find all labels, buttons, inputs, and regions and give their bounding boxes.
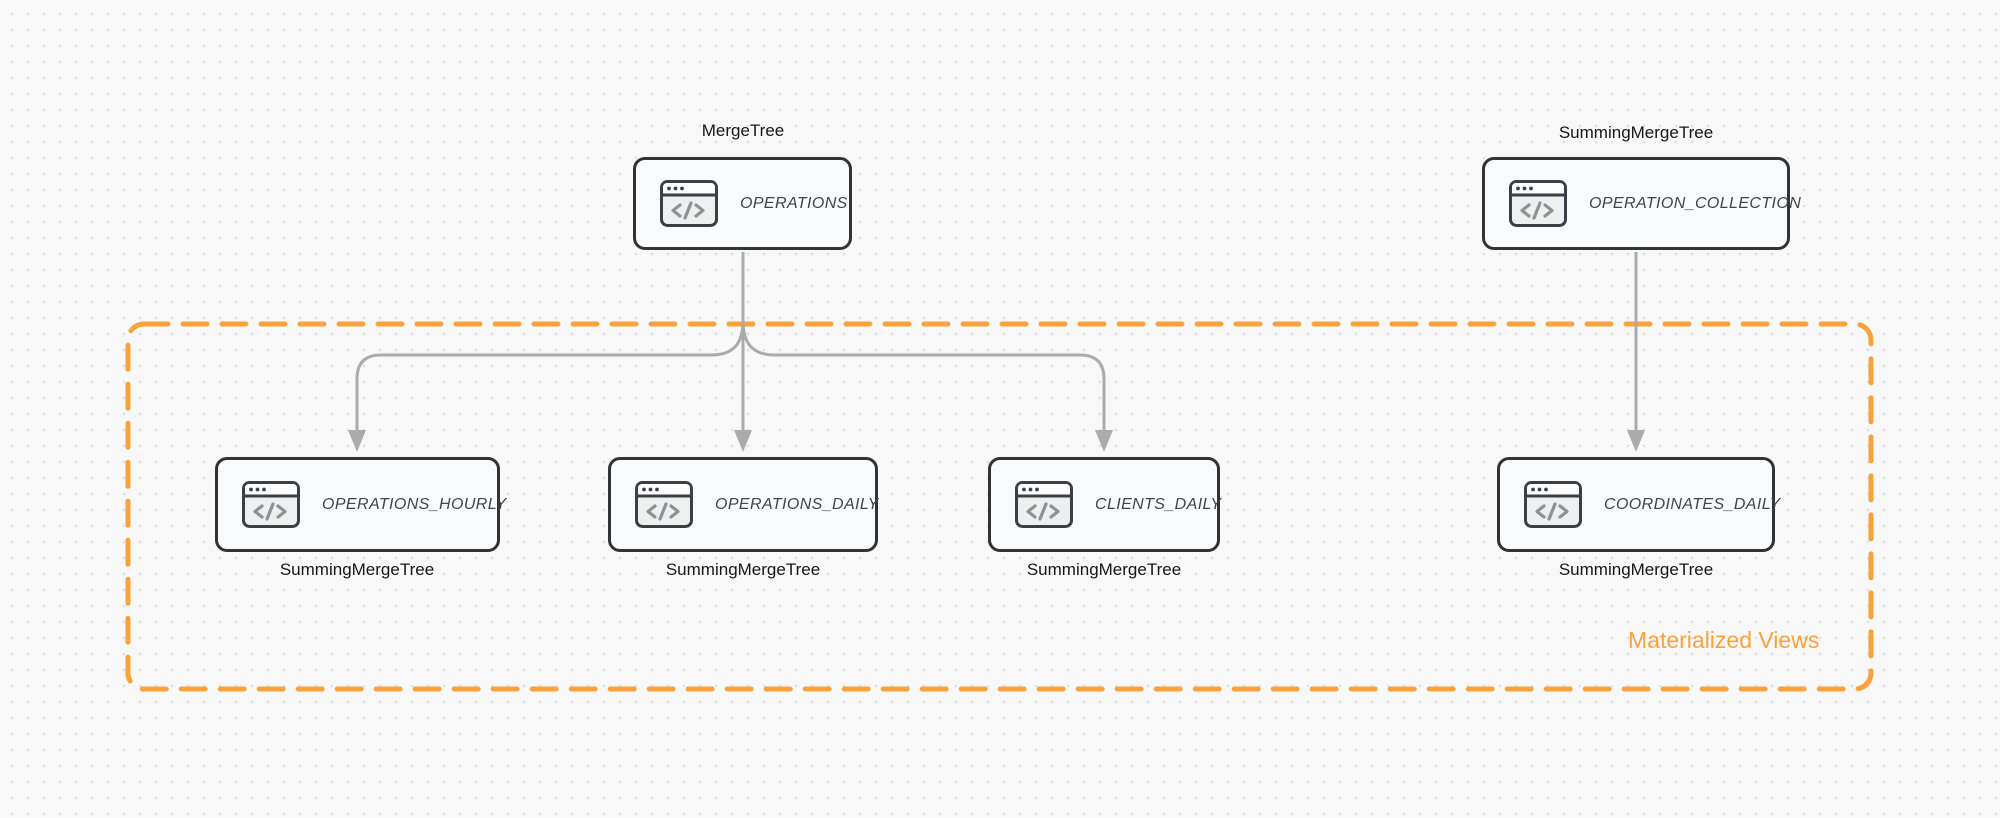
- node-operations-hourly[interactable]: OPERATIONS_HOURLY: [215, 457, 506, 552]
- node-label: OPERATIONS_HOURLY: [322, 495, 507, 513]
- node-label: OPERATIONS_DAILY: [715, 495, 879, 513]
- arrowhead-icon: [1095, 430, 1113, 452]
- node-label: CLIENTS_DAILY: [1095, 495, 1222, 513]
- node-coordinates-daily[interactable]: COORDINATES_DAILY: [1497, 457, 1780, 552]
- node-operations-daily[interactable]: OPERATIONS_DAILY: [608, 457, 878, 552]
- node-operations[interactable]: OPERATIONS: [633, 157, 852, 250]
- edge-operations-to-operations-daily: [734, 252, 752, 452]
- materialized-views-group-label: Materialized Views: [1628, 627, 1820, 653]
- arrowhead-icon: [1627, 430, 1645, 452]
- node-operation-collection[interactable]: OPERATION_COLLECTION: [1482, 157, 1801, 250]
- node-label: COORDINATES_DAILY: [1604, 495, 1781, 513]
- arrowhead-icon: [348, 430, 366, 452]
- code-window-icon: [660, 180, 718, 227]
- code-window-icon: [635, 481, 693, 528]
- edge-operations-to-operations-hourly: [348, 319, 745, 452]
- engine-label-operations-daily: SummingMergeTree: [665, 560, 821, 579]
- edge-operations-to-clients-daily: [741, 319, 1113, 452]
- engine-label-clients-daily: SummingMergeTree: [1026, 560, 1182, 579]
- node-label: OPERATIONS: [740, 194, 848, 212]
- arrowhead-icon: [734, 430, 752, 452]
- engine-label-operation-collection: SummingMergeTree: [1558, 123, 1714, 142]
- engine-label-operations: MergeTree: [701, 121, 785, 140]
- edge-operation-collection-to-coordinates-daily: [1627, 252, 1645, 452]
- materialized-views-group-frame[interactable]: [125, 321, 1874, 692]
- node-clients-daily[interactable]: CLIENTS_DAILY: [988, 457, 1222, 552]
- code-window-icon: [1015, 481, 1073, 528]
- engine-label-operations-hourly: SummingMergeTree: [279, 560, 435, 579]
- code-window-icon: [242, 481, 300, 528]
- node-label: OPERATION_COLLECTION: [1589, 194, 1802, 212]
- engine-label-coordinates-daily: SummingMergeTree: [1558, 560, 1714, 579]
- code-window-icon: [1524, 481, 1582, 528]
- code-window-icon: [1509, 180, 1567, 227]
